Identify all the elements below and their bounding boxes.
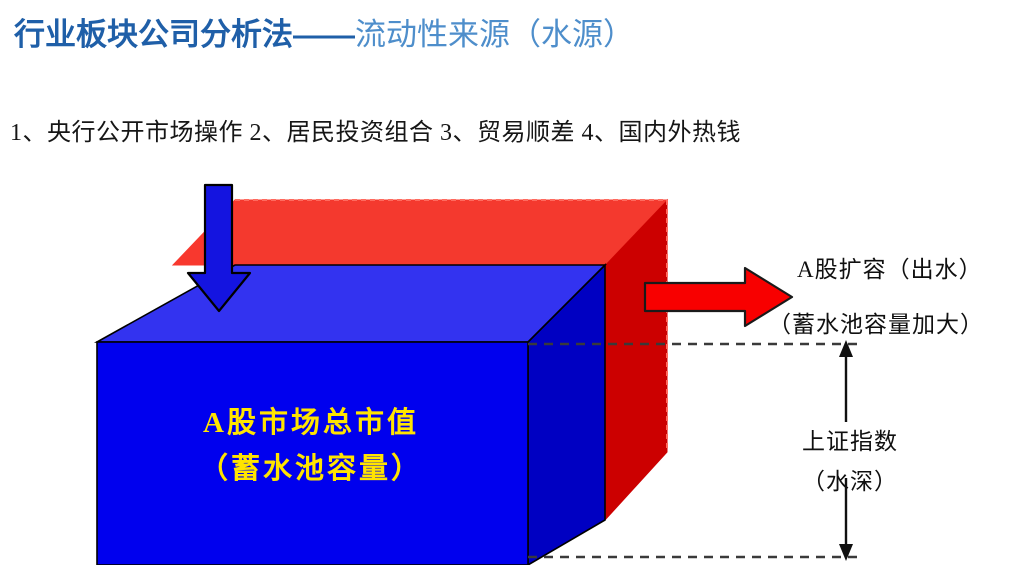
page-title-sub: 流动性来源（水源） <box>355 17 634 52</box>
inflow-arrow-icon <box>186 183 252 313</box>
outflow-arrow-icon <box>643 266 794 328</box>
depth-arrow-up-head <box>839 340 853 357</box>
page-title: 行业板块公司分析法——流动性来源（水源） <box>14 17 634 52</box>
outflow-label-line1: A股扩容（出水） <box>797 257 983 282</box>
outflow-label-line2: （蓄水池容量加大） <box>768 312 984 337</box>
depth-label-line1: 上证指数 <box>802 429 898 454</box>
tank-front-band <box>234 199 669 266</box>
depth-label-line2: （水深） <box>802 469 898 494</box>
water-top-surface <box>93 264 607 343</box>
depth-arrow-down-head <box>839 544 853 561</box>
liquidity-sources-list: 1、央行公开市场操作 2、居民投资组合 3、贸易顺差 4、国内外热钱 <box>10 120 741 146</box>
page-title-main: 行业板块公司分析法—— <box>14 17 355 52</box>
tank-right-lower-face <box>605 200 667 520</box>
water-front-face <box>96 341 529 565</box>
